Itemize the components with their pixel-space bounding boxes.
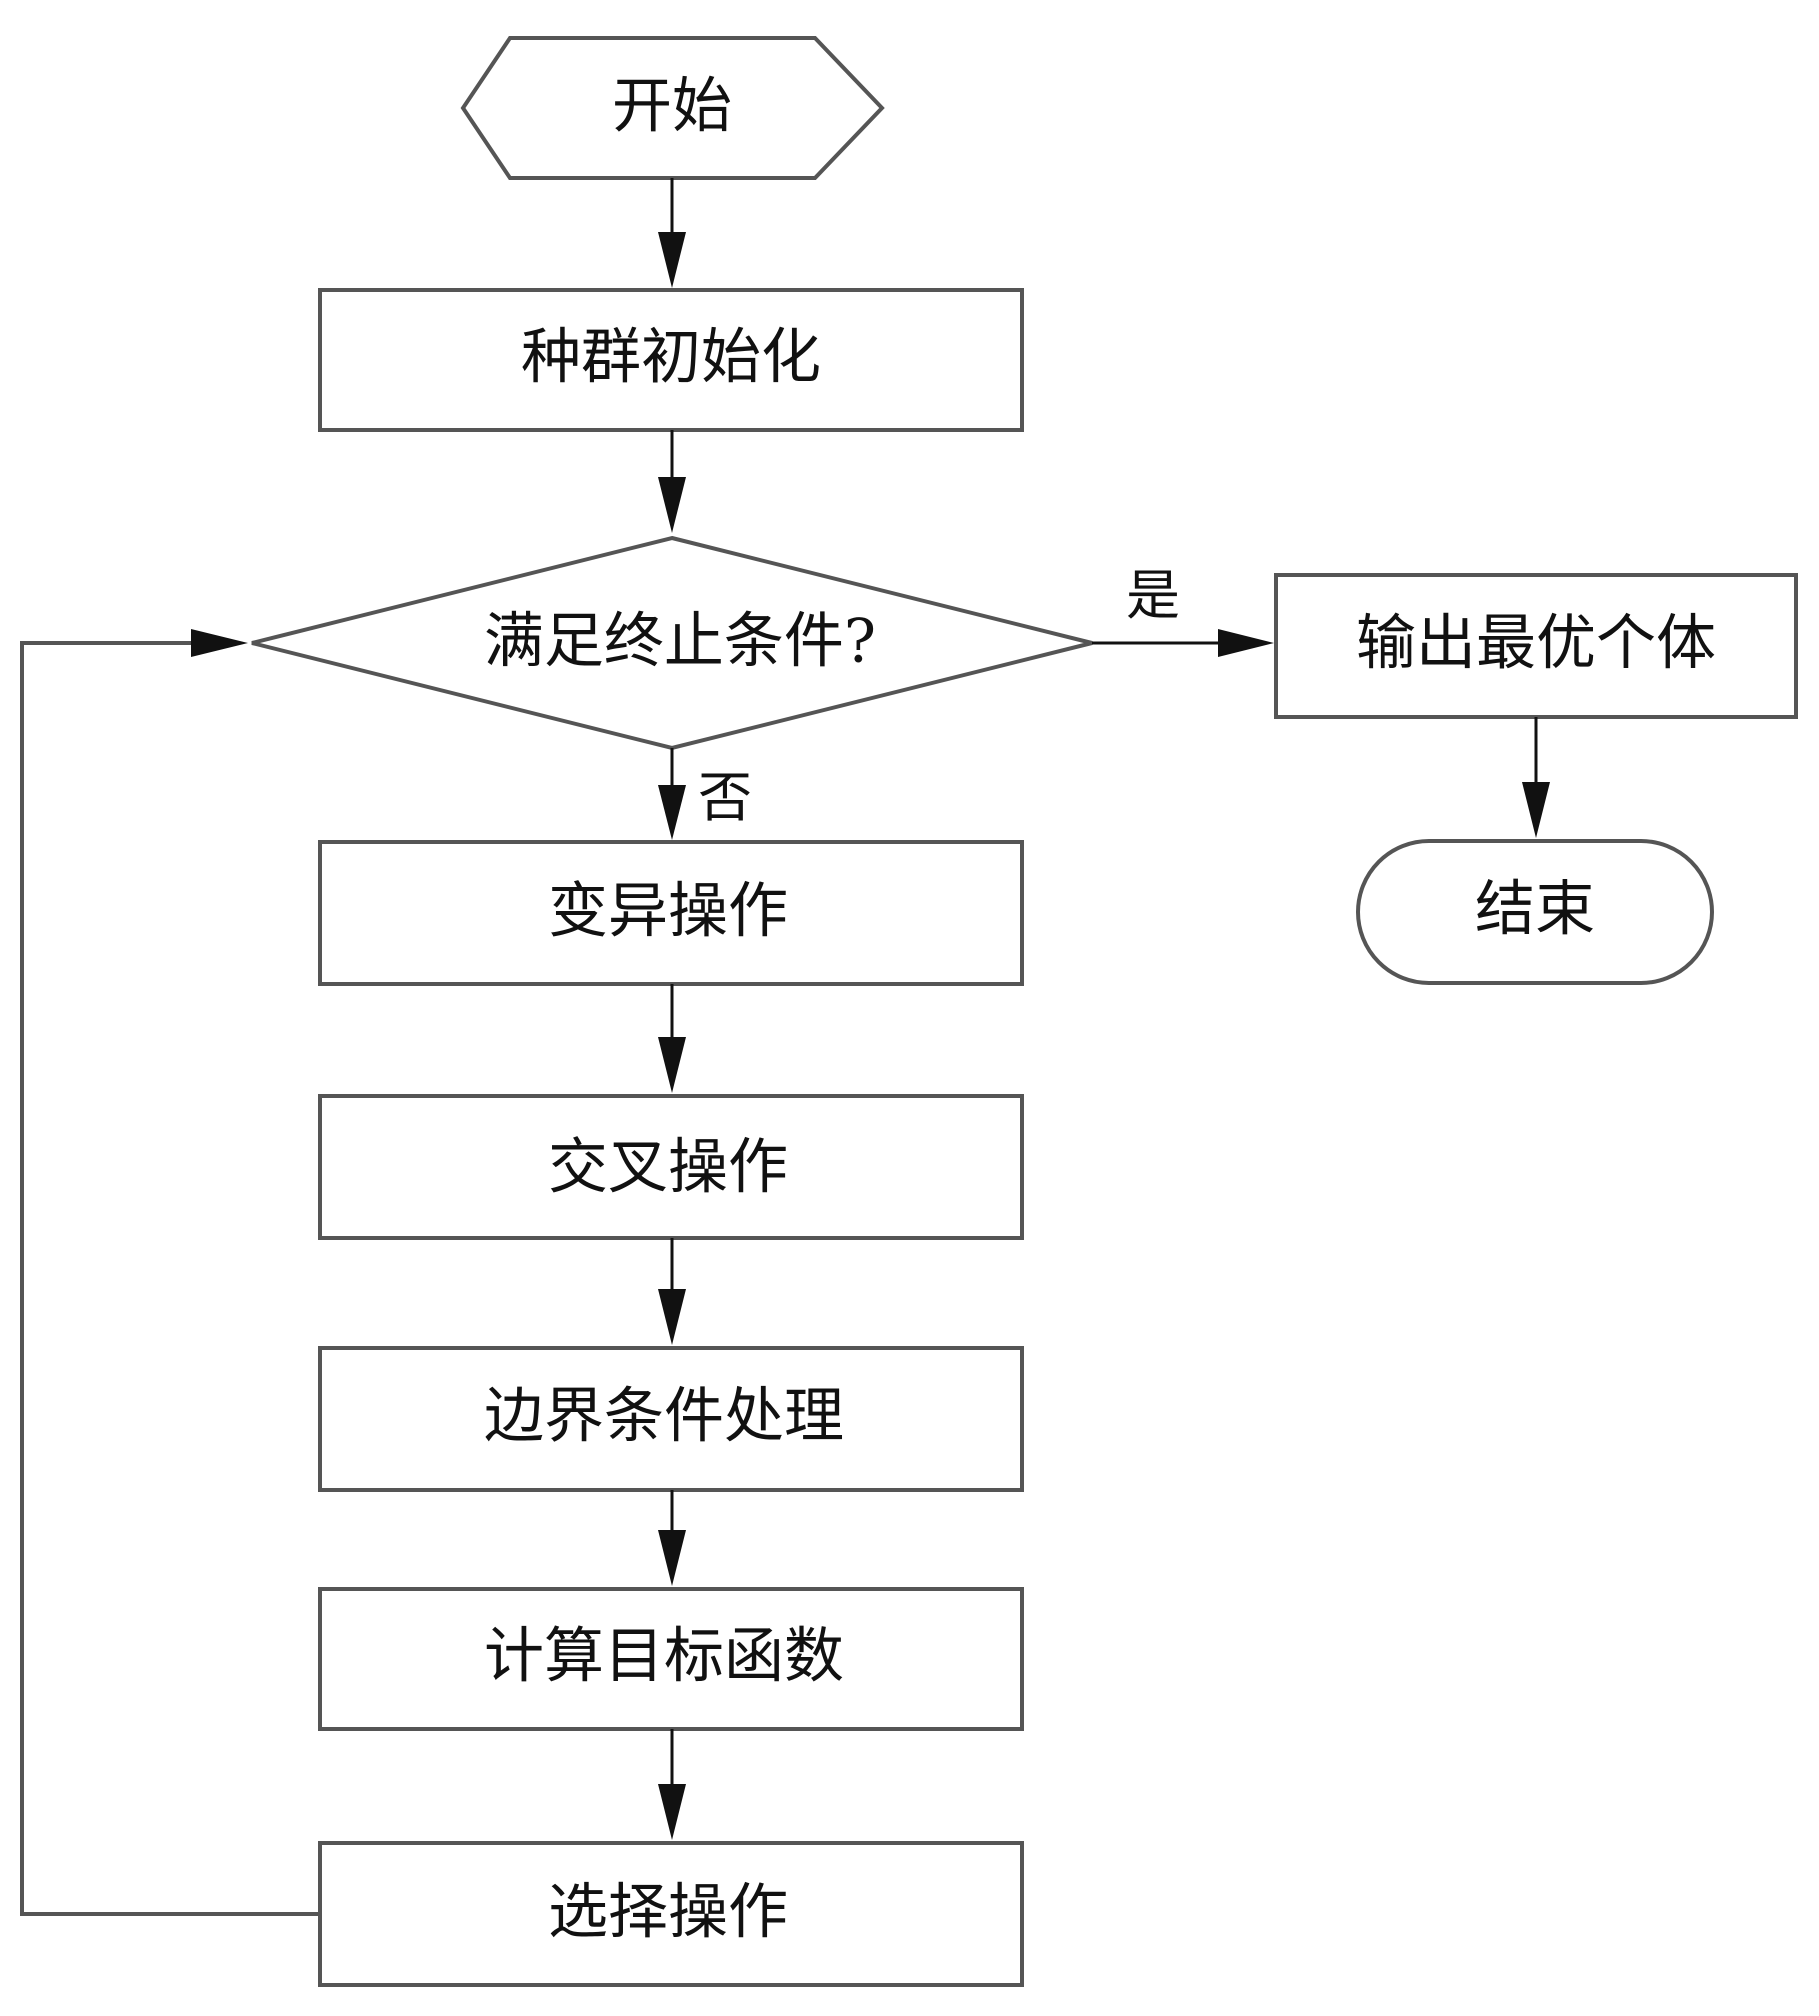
init-node: 种群初始化 (318, 288, 1024, 432)
loop-selection-to-decision (20, 629, 320, 1916)
start-node: 开始 (460, 36, 885, 180)
selection-node: 选择操作 (318, 1841, 1024, 1987)
arrow-start-to-init (658, 178, 686, 288)
arrow-objective-to-selection (658, 1729, 686, 1840)
mutation-node: 变异操作 (318, 840, 1024, 986)
boundary-label: 边界条件处理 (484, 1382, 844, 1452)
start-label: 开始 (612, 72, 732, 142)
mutation-label: 变异操作 (548, 877, 788, 947)
objective-node: 计算目标函数 (318, 1587, 1024, 1731)
selection-label: 选择操作 (548, 1878, 788, 1948)
objective-label: 计算目标函数 (484, 1622, 844, 1692)
output-label: 输出最优个体 (1356, 609, 1716, 679)
arrow-output-to-end (1522, 717, 1550, 838)
arrow-boundary-to-objective (658, 1490, 686, 1586)
end-node: 结束 (1356, 839, 1714, 985)
end-label: 结束 (1475, 875, 1595, 945)
arrow-decision-to-mutation: 否 (658, 748, 752, 840)
output-node: 输出最优个体 (1274, 573, 1798, 719)
crossover-node: 交叉操作 (318, 1094, 1024, 1240)
boundary-node: 边界条件处理 (318, 1346, 1024, 1492)
arrow-mutation-to-crossover (658, 984, 686, 1093)
arrow-decision-to-output: 是 (1092, 564, 1274, 657)
arrow-init-to-decision (658, 430, 686, 533)
arrow-crossover-to-boundary (658, 1238, 686, 1345)
decision-node: 满足终止条件? (251, 535, 1093, 751)
crossover-label: 交叉操作 (548, 1133, 788, 1203)
init-label: 种群初始化 (521, 323, 821, 393)
yes-label: 是 (1126, 564, 1180, 627)
no-label: 否 (698, 766, 752, 829)
decision-label: 满足终止条件? (484, 607, 876, 677)
